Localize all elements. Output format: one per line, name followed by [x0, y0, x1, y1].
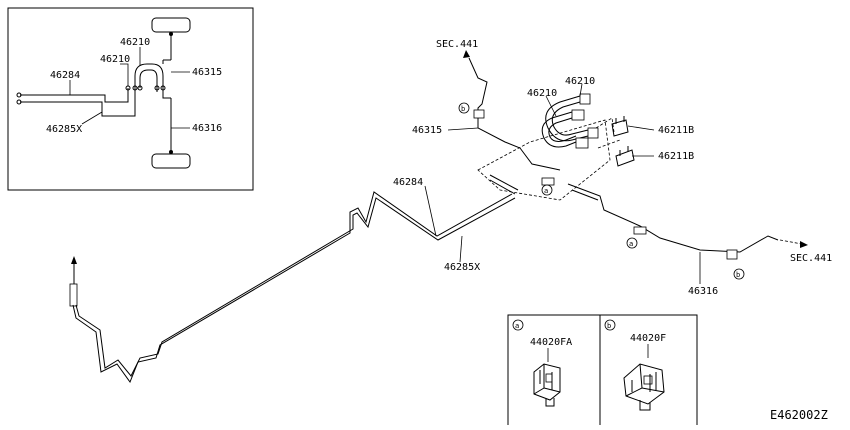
label-sec441-right: SEC.441: [790, 253, 832, 264]
callout-b-top-text: b: [461, 105, 465, 113]
inset-label-46210-lower: 46210: [100, 54, 130, 65]
label-46211b-b: 46211B: [658, 151, 694, 162]
label-44020fa: 44020FA: [530, 337, 572, 348]
callout-b-right: [733, 268, 745, 280]
diagram-id: E462002Z: [770, 408, 828, 422]
bracket-dashed-outline: [477, 119, 611, 201]
label-sec441-top: SEC.441: [436, 39, 478, 50]
sec441-top-arrow-icon: [463, 50, 470, 58]
label-46316: 46316: [688, 286, 718, 297]
inset-tube-46285x: [20, 88, 136, 117]
inset-label-46285x: 46285X: [46, 124, 82, 135]
clip-b-lower: [726, 249, 738, 260]
inset-label-46210-upper: 46210: [120, 37, 150, 48]
label-46315: 46315: [412, 125, 442, 136]
tube-46316: [567, 183, 779, 253]
label-46284: 46284: [393, 177, 423, 188]
inset-tube-46284: [20, 88, 129, 103]
clip-44020fa-icon: [533, 363, 561, 407]
callout-a-middle: [541, 184, 553, 196]
left-arrow-icon: [71, 256, 77, 264]
detail-tag-b: [604, 319, 616, 331]
inset-tube-46210-outer: [134, 63, 164, 88]
callout-a-lower-text: a: [629, 240, 633, 248]
inset-tube-46210-inner: [139, 69, 158, 88]
clip-detail-box: a b 44020FA 44020F: [507, 314, 698, 425]
tube-46284: [72, 191, 513, 384]
label-46285x: 46285X: [444, 262, 480, 273]
label-46210-b: 46210: [527, 88, 557, 99]
sec441-right-arrow-icon: [800, 241, 808, 248]
inset-label-46315: 46315: [192, 67, 222, 78]
clip-a-middle: [541, 177, 555, 186]
clip-b-upper: [473, 109, 485, 119]
main-brake-tubes: b a a b: [69, 50, 808, 384]
callout-a-middle-text: a: [544, 187, 548, 195]
detail-tag-a-text: a: [515, 322, 519, 330]
callout-a-lower: [626, 237, 638, 249]
callout-b-top: [458, 102, 470, 114]
clip-a-lower: [633, 226, 647, 235]
label-46211b-a: 46211B: [658, 125, 694, 136]
left-fitting: [69, 283, 78, 307]
inset-overview: 46210 46210 46284 46285X 46315 46316: [7, 7, 254, 191]
inset-label-46316: 46316: [192, 123, 222, 134]
front-tire-icon: [151, 17, 191, 33]
tube-46285x: [75, 197, 516, 377]
clip-44020f-icon: [623, 363, 665, 411]
inset-label-46284: 46284: [50, 70, 80, 81]
callout-b-right-text: b: [736, 271, 740, 279]
detail-tag-a: [512, 319, 524, 331]
label-46210-a: 46210: [565, 76, 595, 87]
u-tube-assembly-46210: [541, 93, 599, 149]
label-44020f: 44020F: [630, 333, 666, 344]
main-labels: SEC.441 SEC.441 46210 46210 46211B 46211…: [393, 39, 832, 297]
bracket-46211b-upper: [611, 116, 629, 137]
detail-tag-b-text: b: [607, 322, 611, 330]
inset-frame: [7, 7, 254, 191]
bracket-46211b-lower: [615, 146, 635, 167]
rear-tire-icon: [151, 153, 191, 169]
detail-frame: [507, 314, 698, 425]
